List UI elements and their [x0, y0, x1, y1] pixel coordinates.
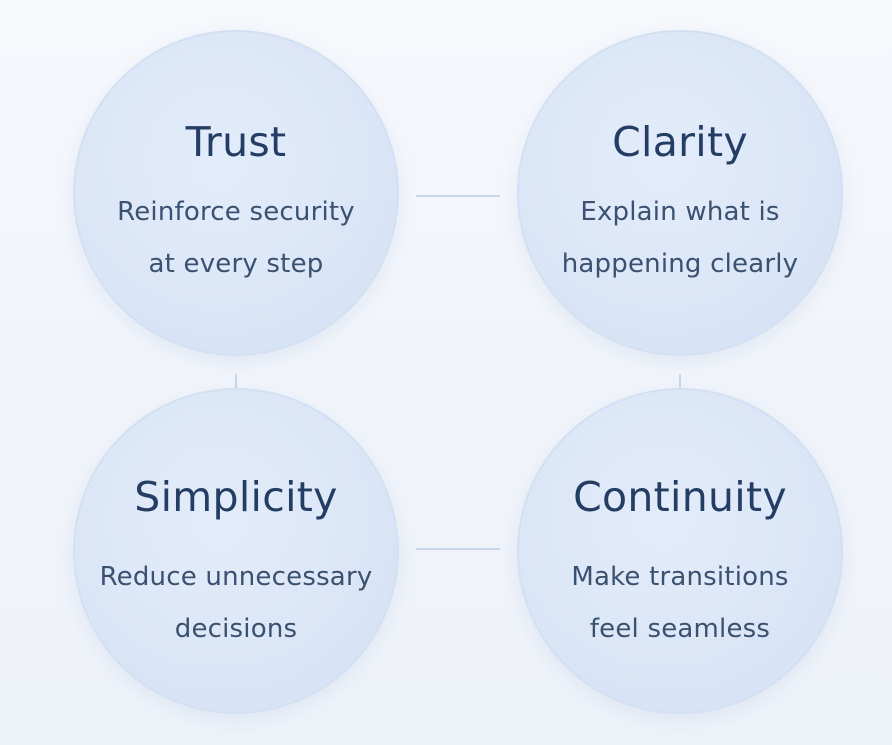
principle-description-line: Reinforce security — [117, 197, 355, 227]
principle-description-line: Explain what is — [580, 197, 780, 227]
principle-description-trust: Reinforce security at every step — [65, 186, 407, 290]
principle-description-clarity: Explain what is happening clearly — [509, 186, 851, 290]
connector-trust-simplicity — [235, 374, 237, 390]
principle-description-line: decisions — [174, 614, 298, 644]
connector-clarity-continuity — [679, 374, 681, 390]
principle-circle-clarity: Clarity Explain what is happening clearl… — [517, 30, 843, 356]
principle-description-line: at every step — [148, 249, 324, 279]
principle-circle-trust: Trust Reinforce security at every step — [73, 30, 399, 356]
principle-title-clarity: Clarity — [612, 118, 748, 166]
principle-description-continuity: Make transitions feel seamless — [509, 551, 851, 655]
connector-trust-clarity — [416, 195, 500, 197]
principle-description-line: happening clearly — [561, 249, 799, 279]
principle-description-simplicity: Reduce unnecessary decisions — [65, 551, 407, 655]
principle-title-simplicity: Simplicity — [134, 473, 338, 521]
principle-description-line: feel seamless — [589, 614, 771, 644]
connector-simplicity-continuity — [416, 548, 500, 550]
principle-title-continuity: Continuity — [573, 473, 787, 521]
principle-description-line: Make transitions — [571, 562, 789, 592]
principle-title-trust: Trust — [185, 118, 287, 166]
principle-circle-continuity: Continuity Make transitions feel seamles… — [517, 388, 843, 714]
principle-description-line: Reduce unnecessary — [99, 562, 373, 592]
principle-circle-simplicity: Simplicity Reduce unnecessary decisions — [73, 388, 399, 714]
